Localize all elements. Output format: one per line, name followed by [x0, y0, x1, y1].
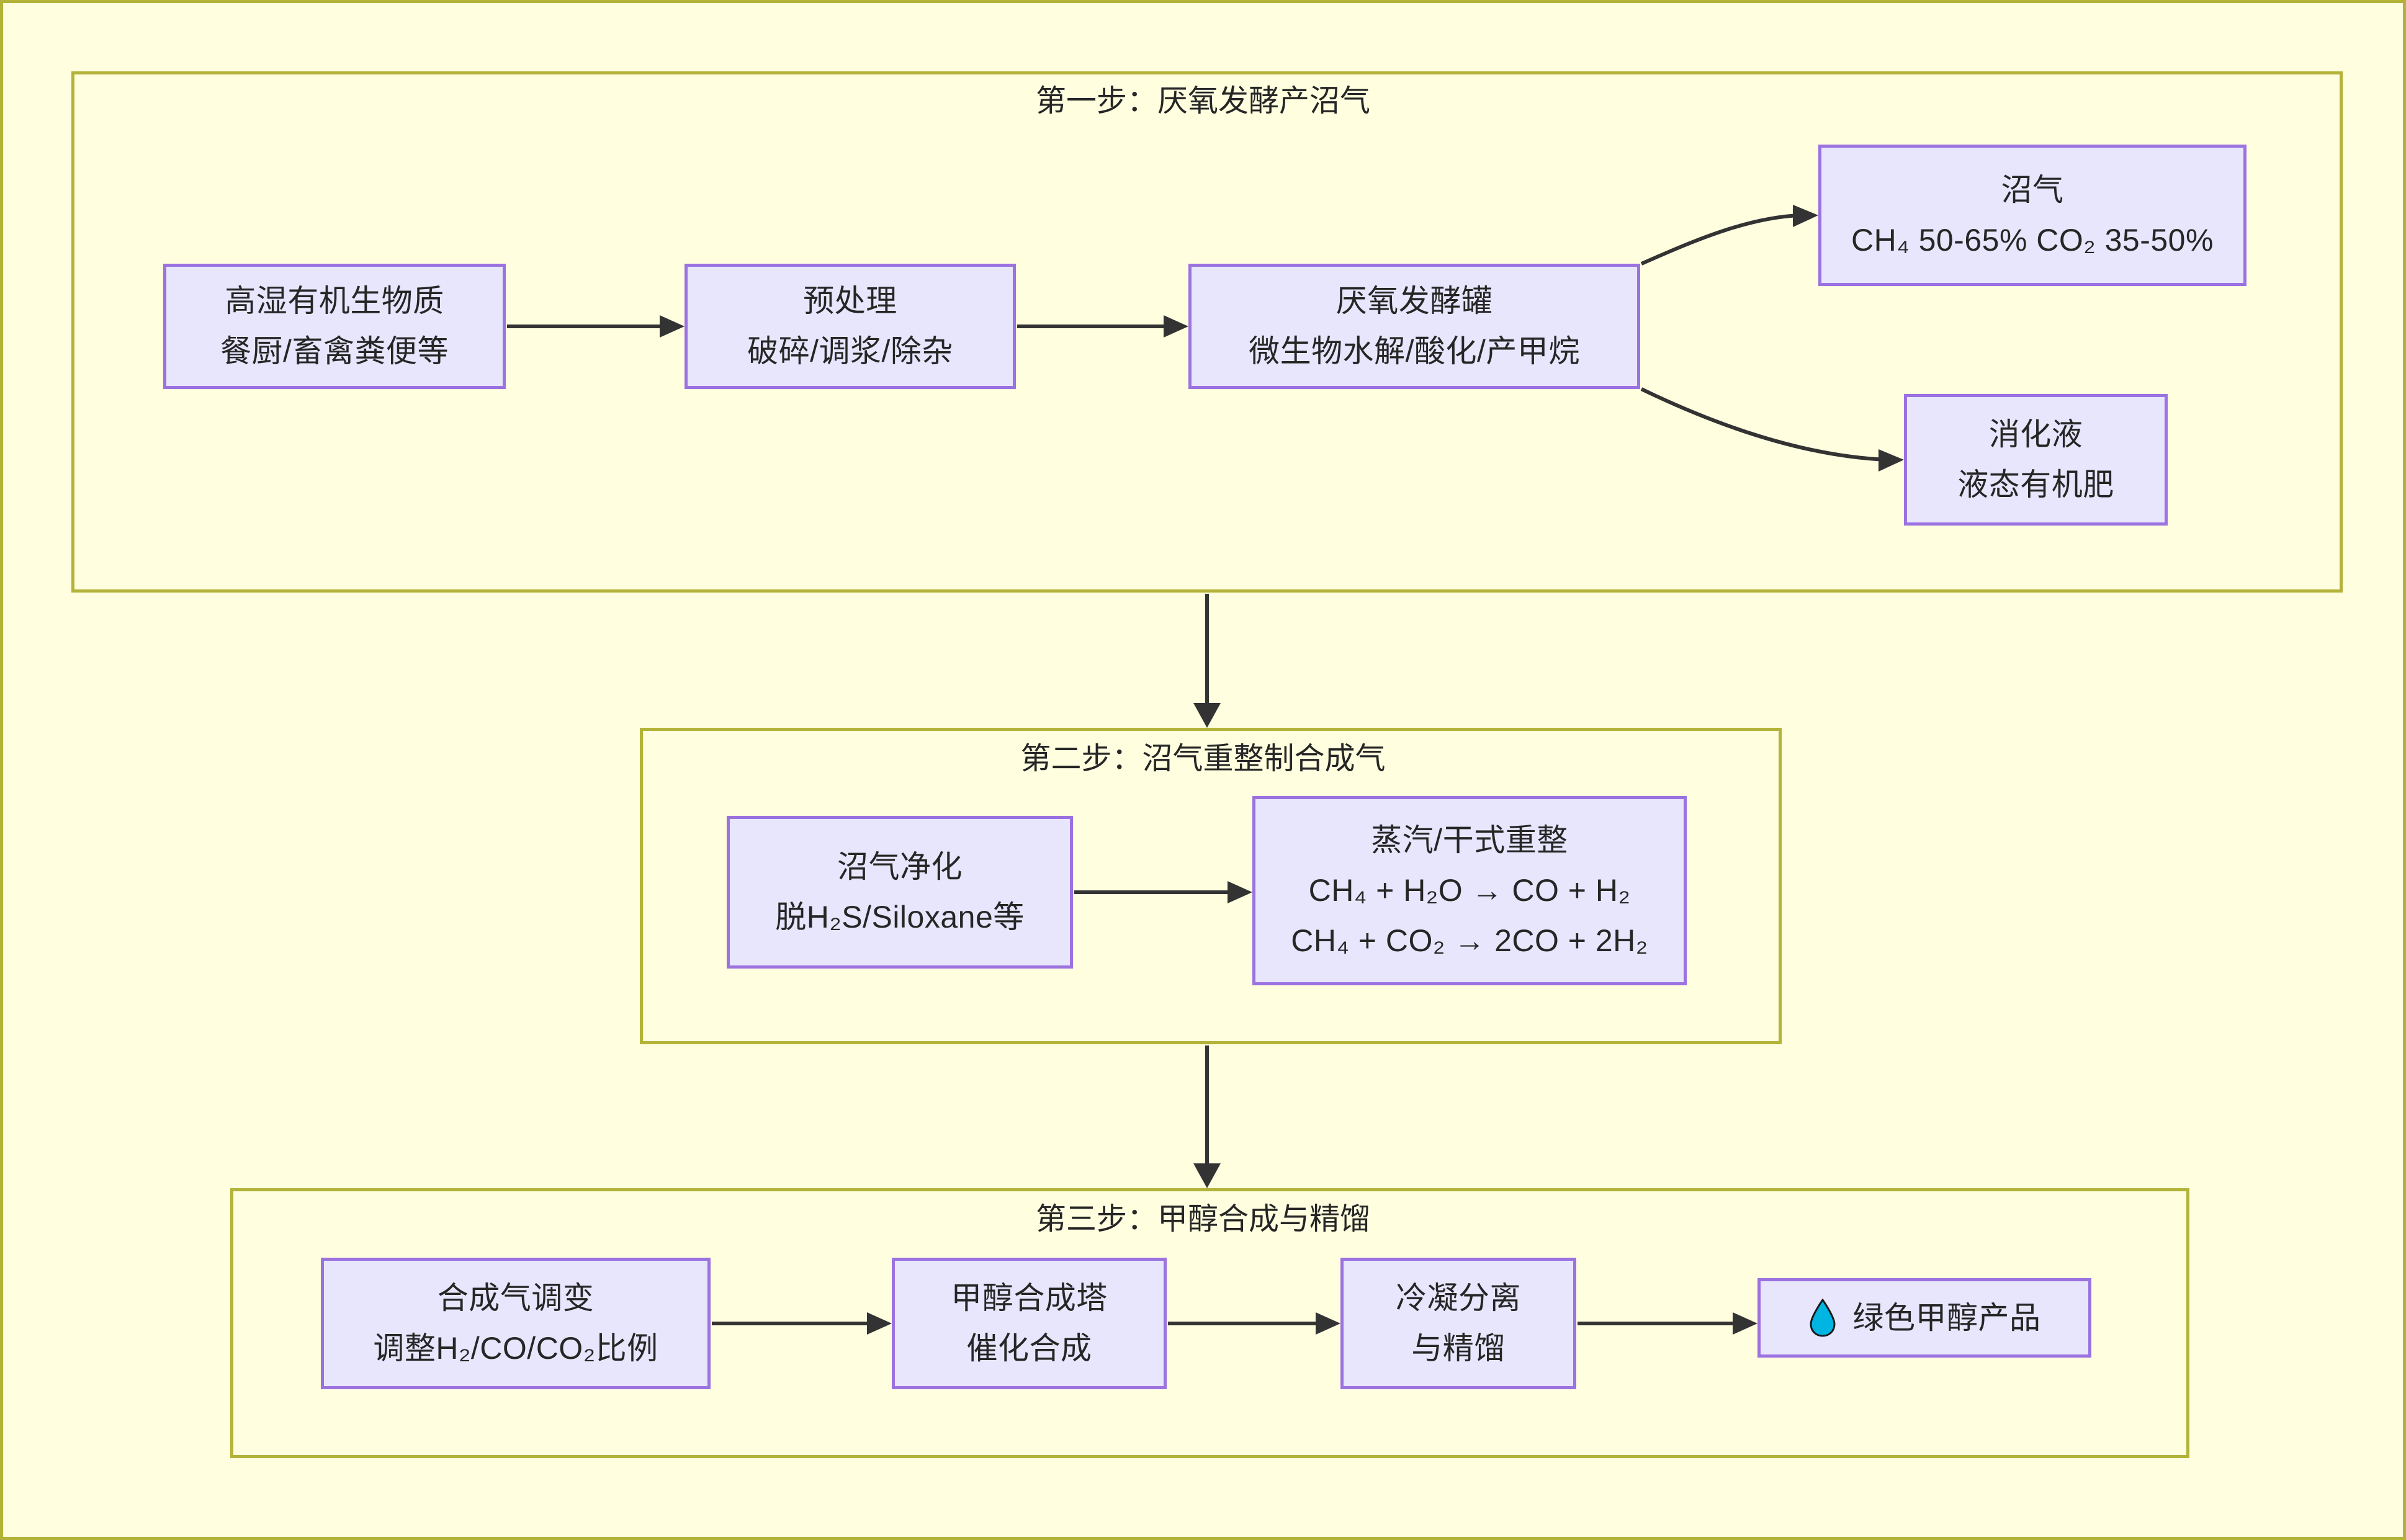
- node-separation-distillation[interactable]: 冷凝分离 与精馏: [1340, 1258, 1576, 1389]
- node-reforming[interactable]: 蒸汽/干式重整 CH₄ + H₂O → CO + H₂ CH₄ + CO₂ → …: [1252, 796, 1687, 985]
- node-pretreatment[interactable]: 预处理 破碎/调浆/除杂: [685, 264, 1016, 389]
- step-3-title: 第三步：甲醇合成与精馏: [1035, 1202, 1370, 1236]
- node-biogas-line-1: 沼气: [2001, 172, 2064, 207]
- step-2-title: 第二步：沼气重整制合成气: [1020, 742, 1386, 776]
- node-separation-line-2: 与精馏: [1411, 1331, 1506, 1366]
- step-1-title: 第一步：厌氧发酵产沼气: [1035, 84, 1370, 118]
- node-syngas-shift[interactable]: 合成气调变 调整H₂/CO/CO₂比例: [321, 1258, 711, 1389]
- step-2-frame: [640, 728, 1782, 1044]
- node-cleanup-line-1: 沼气净化: [837, 849, 963, 884]
- node-green-methanol-product[interactable]: 绿色甲醇产品: [1757, 1278, 2091, 1358]
- node-digester[interactable]: 厌氧发酵罐 微生物水解/酸化/产甲烷: [1188, 264, 1640, 389]
- node-separation-line-1: 冷凝分离: [1396, 1281, 1521, 1315]
- node-reforming-line-3: CH₄ + CO₂ → 2CO + 2H₂: [1291, 923, 1648, 958]
- node-digestate[interactable]: 消化液 液态有机肥: [1904, 394, 2168, 526]
- node-shift-line-2: 调整H₂/CO/CO₂比例: [373, 1331, 658, 1366]
- node-digestate-line-1: 消化液: [1988, 417, 2083, 452]
- node-biogas-cleanup[interactable]: 沼气净化 脱H₂S/Siloxane等: [727, 816, 1073, 969]
- node-synthesis-line-2: 催化合成: [966, 1331, 1092, 1366]
- droplet-icon: [1808, 1298, 1837, 1337]
- node-pretreatment-line-1: 预处理: [803, 284, 897, 318]
- node-feedstock-line-1: 高湿有机生物质: [225, 284, 444, 318]
- node-reforming-line-2: CH₄ + H₂O → CO + H₂: [1308, 873, 1631, 908]
- step-1-frame: [71, 71, 2343, 593]
- node-digester-line-2: 微生物水解/酸化/产甲烷: [1249, 334, 1580, 369]
- node-reforming-line-1: 蒸汽/干式重整: [1371, 823, 1568, 857]
- node-feedstock-line-2: 餐厨/畜禽粪便等: [220, 334, 449, 369]
- node-digestate-line-2: 液态有机肥: [1957, 467, 2114, 502]
- node-biogas-line-2: CH₄ 50-65% CO₂ 35-50%: [1851, 223, 2214, 257]
- node-methanol-synthesis[interactable]: 甲醇合成塔 催化合成: [892, 1258, 1167, 1389]
- node-synthesis-line-1: 甲醇合成塔: [951, 1281, 1108, 1315]
- node-feedstock[interactable]: 高湿有机生物质 餐厨/畜禽粪便等: [163, 264, 506, 389]
- node-product-label: 绿色甲醇产品: [1852, 1300, 2041, 1335]
- edge-step1-to-step2: [1193, 594, 1221, 728]
- node-cleanup-line-2: 脱H₂S/Siloxane等: [775, 900, 1025, 934]
- node-shift-line-1: 合成气调变: [437, 1281, 595, 1315]
- edge-step2-to-step3: [1193, 1045, 1221, 1188]
- node-biogas[interactable]: 沼气 CH₄ 50-65% CO₂ 35-50%: [1818, 145, 2247, 286]
- step-3-frame: [230, 1188, 2189, 1458]
- node-digester-line-1: 厌氧发酵罐: [1335, 284, 1493, 318]
- node-pretreatment-line-2: 破碎/调浆/除杂: [747, 334, 953, 369]
